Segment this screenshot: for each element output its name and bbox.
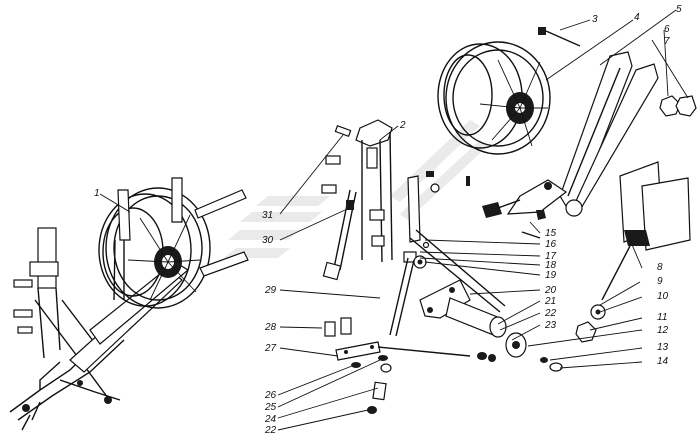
callout-26: 26	[264, 390, 277, 401]
callout-24: 24	[264, 414, 277, 425]
callout-3: 3	[592, 14, 598, 25]
callout-31: 31	[262, 210, 273, 221]
callout-19: 19	[545, 270, 557, 281]
callout-18: 18	[545, 260, 557, 271]
right-reel	[437, 41, 551, 155]
callout-15: 15	[545, 228, 557, 239]
left-frame-assembly	[9, 177, 249, 431]
callout-28: 28	[264, 322, 277, 333]
callout-4: 4	[634, 12, 640, 23]
swing-arm	[482, 51, 659, 239]
callout-8: 8	[657, 262, 663, 273]
callout-13: 13	[657, 342, 669, 353]
leader-lines	[99, 9, 689, 431]
callout-9: 9	[657, 276, 663, 287]
callout-11: 11	[657, 312, 667, 323]
callout-17: 17	[545, 251, 557, 262]
callout-20: 20	[544, 285, 557, 296]
callout-12: 12	[657, 325, 669, 336]
plate-sleeve	[419, 279, 527, 362]
callout-29: 29	[264, 285, 277, 296]
callout-10: 10	[657, 291, 669, 302]
callout-labels: 1 2 3 4 5 6 7 8 9 10 11 12 13 14 15 16 1…	[94, 4, 682, 436]
callout-23: 23	[544, 320, 557, 331]
callout-27: 27	[264, 343, 277, 354]
callout-21: 21	[544, 296, 556, 307]
flat-link-bar	[324, 317, 487, 414]
callout-14: 14	[657, 356, 669, 367]
callout-2: 2	[399, 120, 406, 131]
callout-22-lower: 22	[264, 425, 277, 436]
callout-5: 5	[676, 4, 682, 15]
callout-7: 7	[664, 36, 670, 47]
top-bolt	[538, 27, 697, 117]
callout-1: 1	[94, 188, 100, 199]
callout-25: 25	[264, 402, 277, 413]
callout-16: 16	[545, 239, 557, 250]
central-bracket	[321, 119, 393, 281]
linkage-plate	[389, 171, 506, 337]
callout-22-upper: 22	[544, 308, 557, 319]
callout-30: 30	[262, 235, 274, 246]
callout-6: 6	[664, 24, 670, 35]
